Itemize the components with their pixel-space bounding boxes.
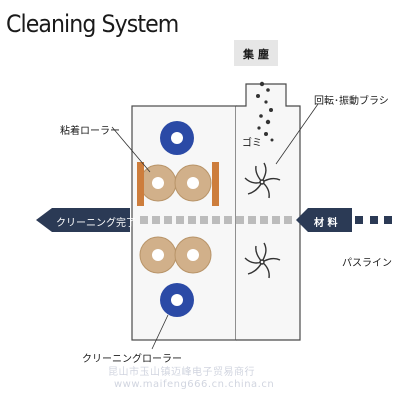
adhesive-roller-bottom-right (174, 236, 212, 274)
watermark-line-2: www.maifeng666.cn.china.cn (114, 379, 275, 390)
rotating-brush-label: 回転･振動ブラシ (314, 96, 389, 107)
leader-adhesive-roller (111, 126, 151, 173)
rotating-brush-top (244, 162, 281, 199)
dust-particles (256, 81, 274, 142)
material-arrow (296, 208, 352, 232)
cleaning-complete-label: クリーニング完了 (56, 218, 136, 229)
pass-line-label: パスライン (342, 258, 392, 269)
cleaning-roller-top (160, 121, 194, 155)
cleaning-roller-bottom (160, 283, 194, 317)
adhesive-roller-label: 粘着ローラー (60, 126, 120, 137)
dust-label: ゴミ (242, 138, 262, 149)
material-label: 材 料 (314, 218, 338, 229)
cleaning-complete-arrow (36, 208, 130, 232)
dust-collection-label: 集 塵 (243, 48, 269, 61)
pass-line (140, 216, 392, 224)
watermark-line-1: 昆山市玉山镇迈峰电子贸易商行 (108, 367, 255, 378)
adhesive-roller-top-right (174, 164, 212, 202)
cleaning-roller-label: クリーニングローラー (82, 354, 182, 365)
orange-bar-left (137, 162, 144, 206)
leader-rotating-brush (275, 103, 319, 165)
brush-unit-frame (236, 83, 301, 341)
dust-collection-box (234, 40, 278, 66)
rotating-brush-bottom (244, 242, 281, 279)
adhesive-roller-bottom-left (139, 236, 177, 274)
leader-cleaning-roller (151, 314, 169, 350)
diagram-title: Cleaning System (6, 10, 179, 38)
adhesive-roller-top-left (139, 164, 177, 202)
orange-bar-right (212, 162, 219, 206)
